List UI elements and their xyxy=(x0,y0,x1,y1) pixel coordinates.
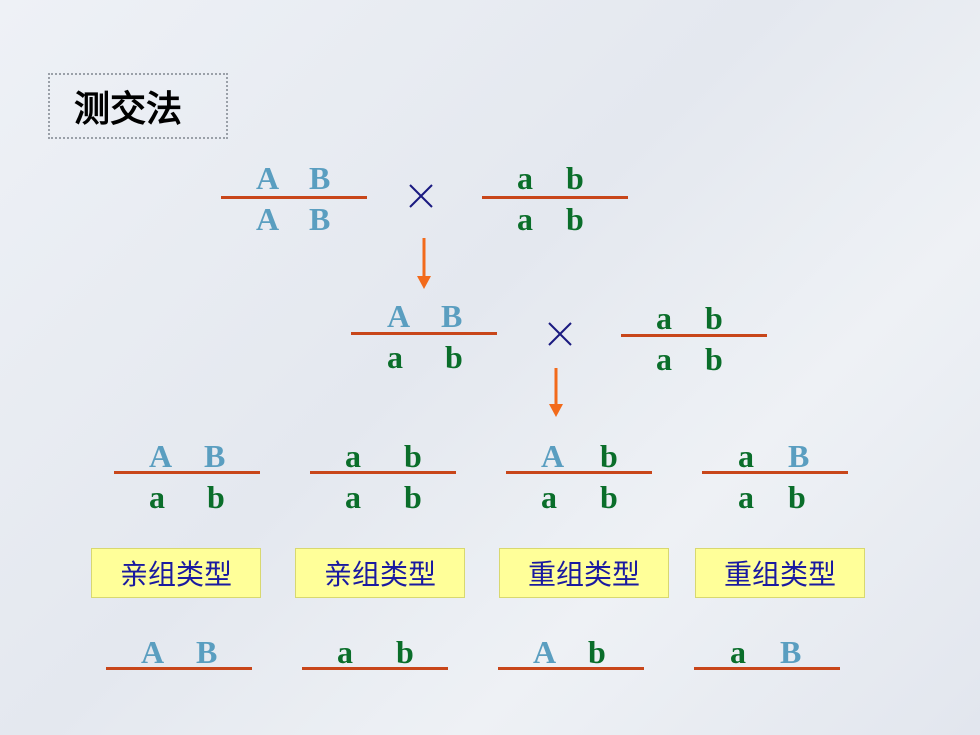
allele: b xyxy=(404,479,422,515)
allele: B xyxy=(309,201,331,237)
allele: a xyxy=(541,479,557,515)
allele: b xyxy=(600,479,618,515)
allele: b xyxy=(566,160,584,196)
allele: B xyxy=(441,298,463,334)
type-label: 亲组类型 xyxy=(91,548,261,598)
chromosome-line xyxy=(310,471,456,474)
arrow-down-icon xyxy=(549,368,563,417)
allele: A xyxy=(149,438,173,474)
allele: a xyxy=(738,479,754,515)
allele: a xyxy=(656,300,672,336)
allele: A xyxy=(256,201,280,237)
cross-icon xyxy=(409,184,433,208)
type-label: 重组类型 xyxy=(499,548,669,598)
allele: A xyxy=(541,438,565,474)
allele: B xyxy=(204,438,226,474)
allele: a xyxy=(387,339,403,375)
chromosome-line xyxy=(482,196,628,199)
chromosome-line xyxy=(506,471,652,474)
allele: A xyxy=(256,160,280,196)
chromosome-line xyxy=(221,196,367,199)
allele: B xyxy=(780,634,802,670)
allele: b xyxy=(207,479,225,515)
allele: a xyxy=(517,160,533,196)
chromosome-line xyxy=(702,471,848,474)
chromosome-line xyxy=(302,667,448,670)
allele: a xyxy=(345,479,361,515)
allele: b xyxy=(396,634,414,670)
allele: a xyxy=(656,341,672,377)
chromosome-line xyxy=(106,667,252,670)
allele: a xyxy=(337,634,353,670)
chromosome-line xyxy=(351,332,497,335)
chromosome-line xyxy=(114,471,260,474)
allele: b xyxy=(588,634,606,670)
allele: a xyxy=(517,201,533,237)
allele: b xyxy=(404,438,422,474)
type-label: 重组类型 xyxy=(695,548,865,598)
chromosome-line xyxy=(694,667,840,670)
chromosome-line xyxy=(498,667,644,670)
allele: B xyxy=(196,634,218,670)
allele: B xyxy=(309,160,331,196)
allele: b xyxy=(445,339,463,375)
allele: b xyxy=(705,300,723,336)
allele: a xyxy=(730,634,746,670)
allele: a xyxy=(345,438,361,474)
allele: A xyxy=(533,634,557,670)
cross-icon xyxy=(548,322,572,346)
allele: B xyxy=(788,438,810,474)
arrow-down-icon xyxy=(417,238,431,289)
allele: b xyxy=(788,479,806,515)
allele: b xyxy=(566,201,584,237)
chromosome-line xyxy=(621,334,767,337)
allele: a xyxy=(149,479,165,515)
allele: A xyxy=(141,634,165,670)
allele: b xyxy=(600,438,618,474)
allele: b xyxy=(705,341,723,377)
type-label: 亲组类型 xyxy=(295,548,465,598)
page-title: 测交法 xyxy=(48,73,228,139)
allele: a xyxy=(738,438,754,474)
allele: A xyxy=(387,298,411,334)
